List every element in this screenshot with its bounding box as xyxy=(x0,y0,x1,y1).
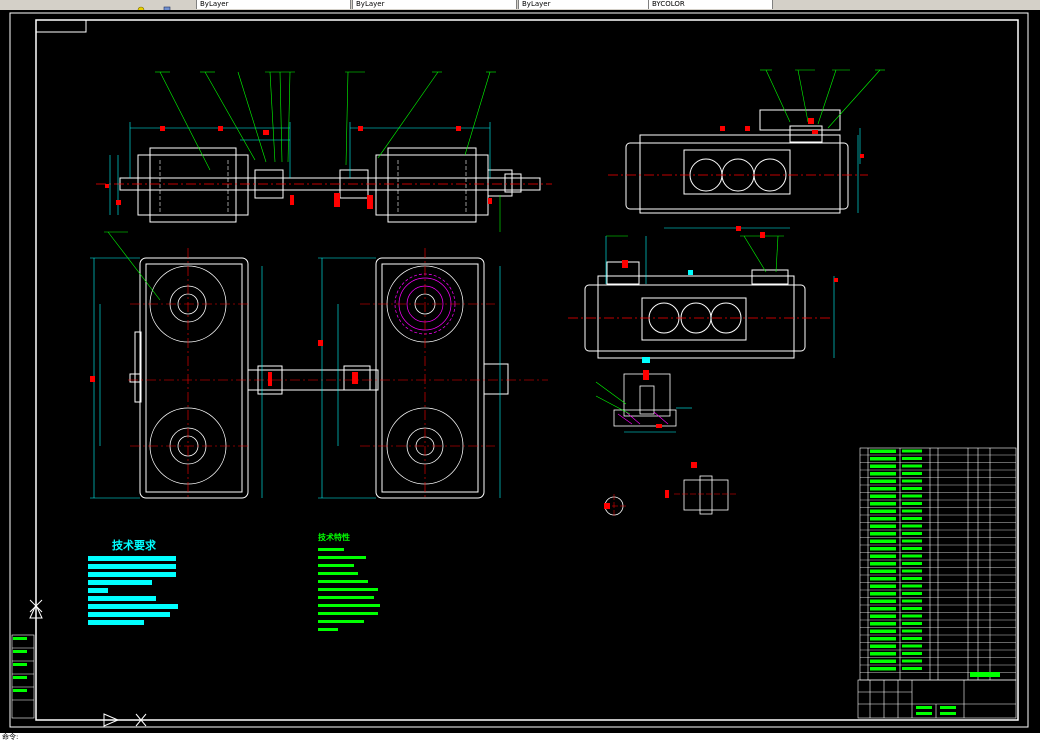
title-block-fields xyxy=(916,672,1000,715)
top-view xyxy=(90,231,548,500)
section-detail-b xyxy=(604,462,738,518)
command-line[interactable]: 命令: xyxy=(0,733,1040,741)
side-view-upper xyxy=(608,69,885,231)
side-view-lower xyxy=(568,232,838,359)
corner-code-box xyxy=(35,19,87,33)
parts-list-cells xyxy=(870,449,922,671)
tech-features-block xyxy=(318,548,380,631)
linetype-dropdown[interactable]: ByLayer xyxy=(518,0,649,9)
side-register-table xyxy=(11,634,35,719)
drawing-canvas[interactable]: 技术要求 技术特性 xyxy=(0,10,1040,733)
layer-dropdown[interactable]: ByLayer xyxy=(196,0,351,9)
lineweight-dropdown[interactable]: BYCOLOR xyxy=(648,0,773,9)
tech-requirements-block xyxy=(88,556,178,625)
cad-drawing xyxy=(9,12,1029,728)
layer-bulb-icon[interactable] xyxy=(136,0,146,14)
section-detail-a xyxy=(595,357,692,433)
layer-cube-icon[interactable] xyxy=(162,0,172,14)
color-dropdown[interactable]: ByLayer xyxy=(352,0,517,9)
tech-requirements-title: 技术要求 xyxy=(112,539,156,552)
inner-frame xyxy=(35,19,1019,721)
parts-list-table xyxy=(857,447,1017,719)
outer-frame xyxy=(9,12,1029,728)
parts-list-rows xyxy=(860,454,1016,673)
tech-features-title: 技术特性 xyxy=(318,533,350,542)
ucs-icon xyxy=(29,599,147,727)
front-view xyxy=(96,71,552,232)
